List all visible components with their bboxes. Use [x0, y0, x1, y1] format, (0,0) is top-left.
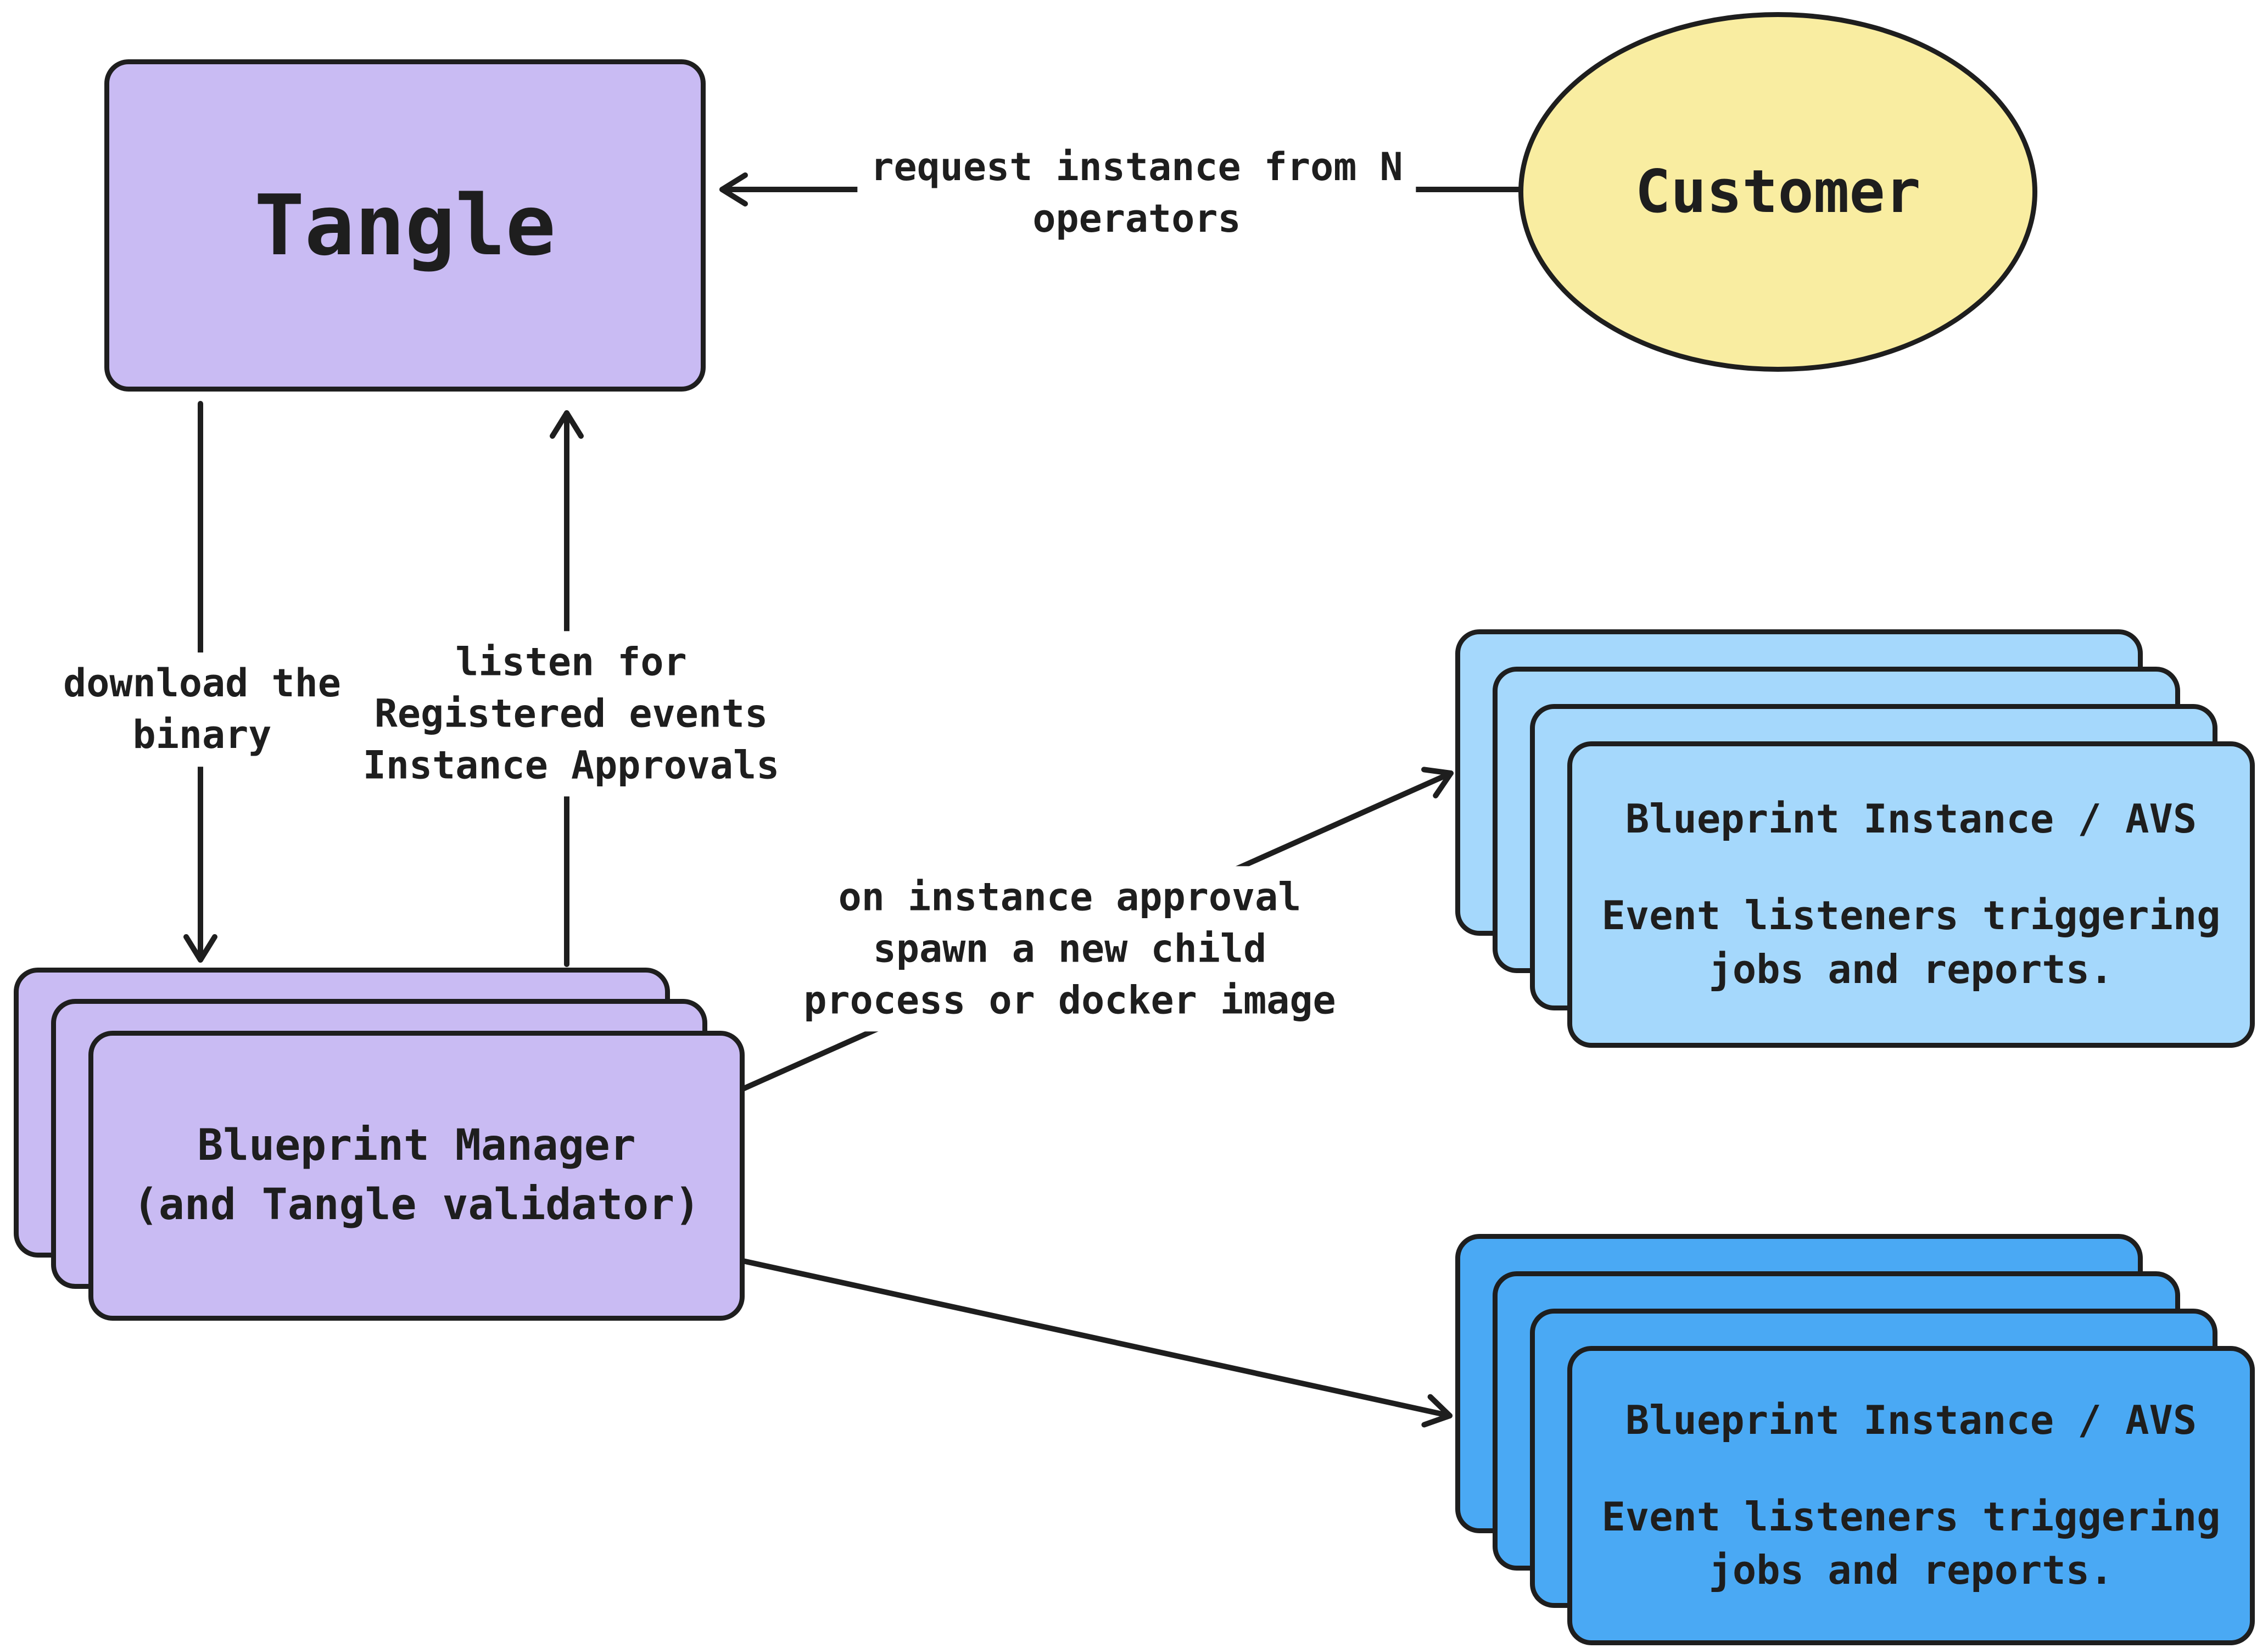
edge-label-listen-events: listen for Registered events Instance Ap…: [349, 631, 793, 797]
edge-label-spawn-instance-line3: process or docker image: [803, 977, 1336, 1023]
edge-label-listen-events-line3: Instance Approvals: [362, 742, 780, 787]
edge-label-request-instance-line1: request instance from N: [870, 144, 1403, 190]
node-blueprint-instance-top: Blueprint Instance / AVS Event listeners…: [1567, 741, 2255, 1048]
node-tangle: Tangle: [104, 59, 706, 392]
edge-label-download-binary-line2: binary: [132, 712, 272, 757]
blueprint-instance-bottom-description: Event listeners triggering jobs and repo…: [1601, 1490, 2220, 1598]
edge-label-spawn-instance: on instance approval spawn a new child p…: [790, 866, 1349, 1032]
node-tangle-label: Tangle: [254, 177, 556, 274]
edge-label-spawn-instance-line2: spawn a new child: [873, 926, 1267, 971]
edge-label-request-instance: request instance from N operators: [857, 136, 1416, 250]
blueprint-instance-bottom-description-line1: Event listeners triggering: [1601, 1493, 2221, 1540]
blueprint-instance-top-title: Blueprint Instance / AVS: [1625, 796, 2197, 842]
node-customer: Customer: [1518, 12, 2037, 372]
node-blueprint-manager: Blueprint Manager (and Tangle validator): [88, 1031, 745, 1321]
edge-label-download-binary: download the binary: [50, 652, 354, 767]
blueprint-instance-top-description: Event listeners triggering jobs and repo…: [1601, 889, 2220, 997]
edge-label-request-instance-line2: operators: [1032, 196, 1241, 241]
edge-label-spawn-instance-line1: on instance approval: [838, 874, 1301, 920]
edge-label-listen-events-line1: listen for: [455, 639, 687, 685]
blueprint-manager-label-line1: Blueprint Manager: [197, 1121, 636, 1171]
blueprint-instance-top-description-line1: Event listeners triggering: [1601, 892, 2221, 939]
edge-label-download-binary-line1: download the: [63, 661, 341, 706]
blueprint-instance-bottom-title: Blueprint Instance / AVS: [1625, 1396, 2197, 1443]
blueprint-manager-label-line2: (and Tangle validator): [132, 1180, 701, 1230]
edge-label-listen-events-line2: Registered events: [374, 691, 768, 736]
blueprint-instance-top-description-line2: jobs and reports.: [1708, 946, 2114, 992]
node-blueprint-instance-bottom: Blueprint Instance / AVS Event listeners…: [1567, 1346, 2255, 1645]
node-customer-label: Customer: [1635, 158, 1921, 226]
arrow-spawn-instance-bottom: [738, 1258, 1453, 1428]
blueprint-instance-bottom-description-line2: jobs and reports.: [1708, 1547, 2114, 1594]
